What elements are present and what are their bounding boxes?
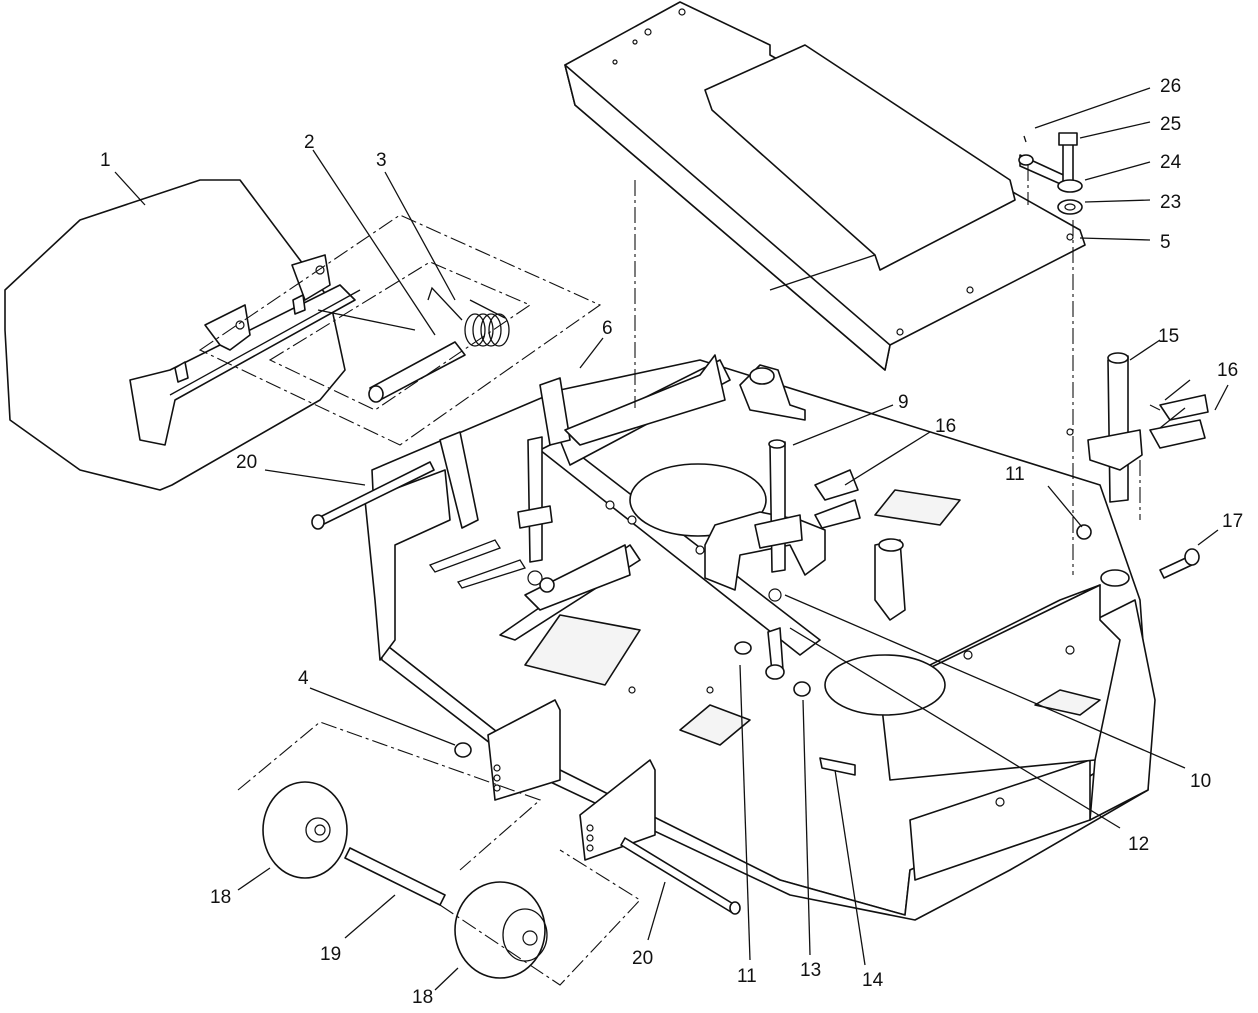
alignment-lines (198, 165, 1161, 986)
callout-15: 15 (1158, 326, 1179, 347)
callout-25: 25 (1160, 114, 1181, 135)
front-link-hardware (734, 524, 1092, 776)
callout-1: 1 (100, 150, 111, 171)
callout-17: 17 (1222, 511, 1243, 532)
callout-2: 2 (304, 132, 315, 153)
rear-lift-brackets (439, 354, 806, 529)
callout-4: 4 (298, 668, 309, 689)
top-right-hardware (1018, 132, 1083, 215)
callout-6: 6 (602, 318, 613, 339)
callout-16-center: 16 (935, 416, 956, 437)
callout-10: 10 (1190, 771, 1211, 792)
torsion-spring (427, 286, 510, 347)
callout-labels: 1 2 3 4 5 6 9 10 11 11 12 13 14 15 16 16… (100, 76, 1243, 1008)
bolts (311, 461, 1200, 915)
callout-23: 23 (1160, 192, 1181, 213)
height-adjust-post-center (754, 439, 861, 602)
callout-18-left: 18 (210, 887, 231, 908)
rollers (262, 781, 548, 979)
callout-9: 9 (898, 392, 909, 413)
height-adjust-post-left (517, 436, 555, 593)
height-adjust-post-right (1087, 352, 1209, 587)
callout-26: 26 (1160, 76, 1181, 97)
callout-16-right: 16 (1217, 360, 1238, 381)
callout-20-bottom: 20 (632, 948, 653, 969)
callout-12: 12 (1128, 834, 1149, 855)
mower-deck (364, 359, 1156, 921)
pivot-rod-and-spring (317, 286, 510, 403)
callout-14: 14 (862, 970, 884, 991)
callout-19: 19 (320, 944, 341, 965)
idler-arm-assembly (499, 511, 906, 641)
callout-11-right: 11 (1005, 464, 1025, 485)
belt-cover-shield (564, 1, 1086, 371)
callout-3: 3 (376, 150, 387, 171)
discharge-chute (4, 179, 361, 491)
callout-20-left: 20 (236, 452, 257, 473)
callout-11-bottom: 11 (737, 966, 757, 987)
leader-lines (114, 87, 1229, 991)
roller-brackets (487, 699, 656, 861)
callout-5: 5 (1160, 232, 1171, 253)
callout-18-bottom: 18 (412, 987, 433, 1008)
callout-24: 24 (1160, 152, 1182, 173)
callout-13: 13 (800, 960, 821, 981)
